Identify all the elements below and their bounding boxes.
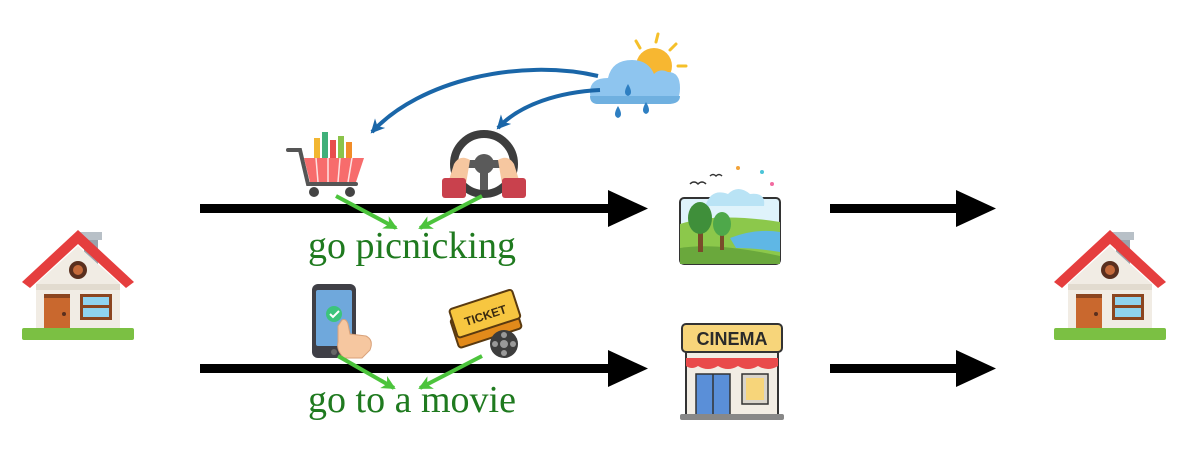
cinema-building-icon: CINEMA: [680, 323, 784, 420]
phone-booking-icon: [312, 284, 372, 359]
shopping-cart-icon: [286, 132, 364, 197]
weather-arrow-to-wheel: [496, 88, 601, 130]
flow-arrow-movie-return: [830, 350, 996, 387]
flow-arrow-picnic-main: [200, 190, 648, 227]
ticket-to-movie-arrow: [418, 354, 483, 390]
park-landscape-icon: [679, 166, 781, 265]
cart-to-picnic-arrow: [335, 194, 398, 230]
movie-ticket-icon: TICKET: [448, 288, 523, 358]
activity-label-movie: go to a movie: [308, 379, 516, 421]
start-house-icon: [22, 230, 134, 340]
activity-label-picnic: go picnicking: [308, 225, 516, 267]
end-house-icon: [1054, 230, 1166, 340]
weather-arrow-to-cart: [370, 67, 599, 134]
flow-arrow-picnic-return: [830, 190, 996, 227]
rain-cloud-sun-icon: [590, 32, 688, 118]
steering-wheel-icon: [442, 130, 526, 198]
flow-arrow-movie-main: [200, 350, 648, 387]
cinema-sign-text: CINEMA: [697, 329, 768, 349]
wheel-to-picnic-arrow: [418, 194, 483, 230]
phone-to-movie-arrow: [337, 354, 396, 390]
